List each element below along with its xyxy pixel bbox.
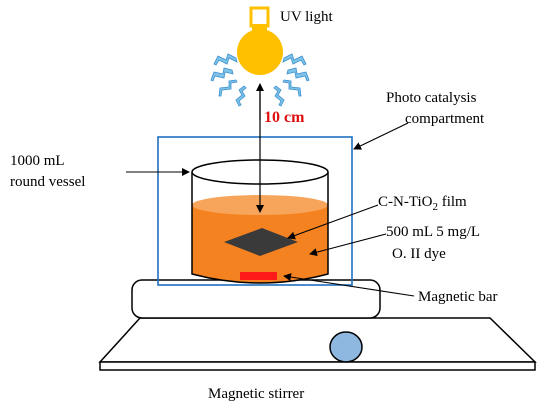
distance-label: 10 cm (264, 109, 305, 126)
dye-label-line1: 500 mL 5 mg/L (386, 224, 480, 240)
bulb-icon (237, 29, 283, 75)
film-pointer (287, 204, 379, 240)
stirrer-knob (329, 331, 363, 363)
vessel-label-line1: 1000 mL (10, 153, 65, 169)
film-label: C-N-TiO2 film (378, 194, 467, 213)
lamp-socket (249, 6, 270, 28)
vessel-label-line2: round vessel (10, 174, 85, 190)
uv-rays-left-icon (210, 53, 247, 107)
uv-rays-right-icon (273, 53, 310, 107)
magnetic-bar (240, 272, 277, 280)
uv-lamp (237, 6, 283, 75)
magnetic-bar-label: Magnetic bar (418, 289, 498, 305)
dye-pointer (309, 233, 387, 257)
compartment-pointer (353, 122, 409, 150)
round-vessel (191, 159, 329, 284)
uv-light-label: UV light (280, 9, 333, 25)
dye-label-line2: O. II dye (392, 246, 446, 262)
compartment-label-line2: compartment (405, 111, 485, 127)
photocatalysis-compartment (157, 136, 353, 286)
magnetic-stirrer-label: Magnetic stirrer (208, 386, 304, 402)
compartment-label-line1: Photo catalysis (386, 90, 477, 106)
magnetic-stirrer (98, 279, 537, 371)
bar-pointer (283, 273, 415, 297)
tio2-film (224, 228, 298, 256)
